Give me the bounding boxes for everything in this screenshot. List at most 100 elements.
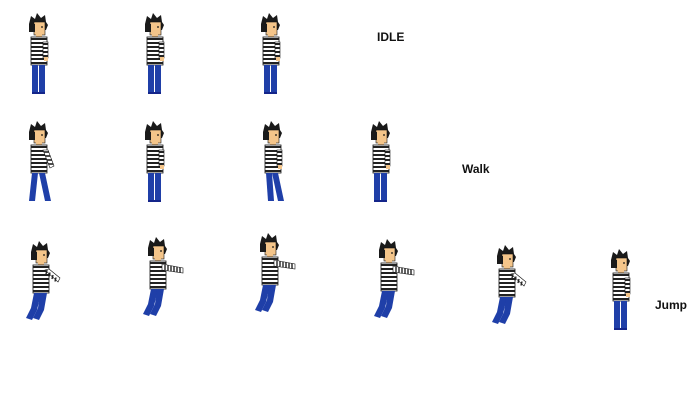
shirt-stripe <box>373 146 389 148</box>
hair-side <box>263 132 269 140</box>
face <box>267 129 280 144</box>
feet <box>264 92 277 94</box>
shirt-stripe <box>31 38 47 40</box>
shirt-stripe <box>150 270 166 272</box>
shirt-stripe <box>147 150 163 152</box>
face <box>35 249 48 264</box>
arm <box>392 265 415 276</box>
shirt-stripe <box>262 266 278 268</box>
character-body <box>374 239 415 318</box>
shirt-stripe <box>263 54 279 56</box>
character-body <box>261 13 281 94</box>
shirt-stripe <box>613 294 629 296</box>
shirt-stripe <box>499 270 515 272</box>
shirt-stripe <box>31 62 47 64</box>
feet <box>614 328 627 330</box>
shirt-stripe <box>265 170 281 172</box>
jump-frame-6 <box>611 249 631 330</box>
shirt-stripe <box>33 282 49 284</box>
hand <box>386 165 390 169</box>
shirt-stripe <box>262 282 278 284</box>
leg-right <box>262 285 276 312</box>
shirt-stripe <box>150 274 166 276</box>
shirt-stripe <box>499 294 515 296</box>
shirt-stripe <box>613 274 629 276</box>
neck <box>618 270 624 274</box>
shirt-stripe <box>263 38 279 40</box>
leg-right <box>272 173 284 201</box>
hair-side <box>145 132 151 140</box>
shirt-stripe <box>147 46 163 48</box>
arm-stripe <box>625 291 630 293</box>
character-body <box>255 233 296 312</box>
jump-frame-3 <box>255 233 296 312</box>
feet <box>374 200 387 202</box>
leg-left <box>26 293 41 320</box>
neck <box>378 142 384 146</box>
arm-stripe <box>277 163 282 165</box>
arm-stripe <box>54 277 57 282</box>
arm-stripe <box>159 55 164 57</box>
shirt-stripe <box>147 62 163 64</box>
shirt-stripe <box>147 158 163 160</box>
leg-right <box>39 65 45 93</box>
shirt-stripe <box>31 150 47 152</box>
shirt-stripe <box>150 278 166 280</box>
shirt-stripe <box>381 268 397 270</box>
shirt-stripe <box>499 282 515 284</box>
feet <box>148 200 161 202</box>
shirt-stripe <box>150 262 166 264</box>
shirt-stripe <box>33 278 49 280</box>
hand <box>44 57 48 61</box>
hair-side <box>379 250 385 258</box>
shirt-stripe <box>265 158 281 160</box>
arm-stripe <box>159 159 164 161</box>
arm-stripe <box>517 278 520 284</box>
shirt-stripe <box>31 170 47 172</box>
neck <box>267 254 273 258</box>
shirt-stripe <box>263 58 279 60</box>
arm-stripe <box>275 43 280 45</box>
arm-stripe <box>43 55 48 57</box>
hair-side <box>371 132 377 140</box>
eye <box>391 252 393 254</box>
shirt-stripe <box>373 150 389 152</box>
shirt-stripe <box>613 278 629 280</box>
walk-frame-4 <box>371 121 391 202</box>
face <box>375 129 388 144</box>
hair-side <box>29 132 35 140</box>
arm-stripe <box>511 273 514 279</box>
shirt-stripe <box>147 162 163 164</box>
arm-stripe <box>275 55 280 57</box>
leg-left <box>32 65 38 93</box>
face <box>501 253 514 268</box>
shirt-stripe <box>373 170 389 172</box>
face <box>265 21 278 36</box>
leg-right <box>381 291 395 318</box>
leg-left <box>266 173 274 201</box>
face <box>383 247 396 262</box>
eye <box>275 134 277 136</box>
arm-stripe <box>43 43 48 45</box>
feet <box>148 92 161 94</box>
jump-label: Jump <box>655 298 688 312</box>
leg-right <box>499 297 513 324</box>
shirt-stripe <box>31 166 47 168</box>
idle-frame-1 <box>29 13 49 94</box>
shirt-stripe <box>150 266 166 268</box>
arm-stripe <box>385 155 390 157</box>
neck <box>38 262 44 266</box>
face <box>149 129 162 144</box>
hair-side <box>260 244 266 252</box>
jump-frame-1 <box>26 241 61 320</box>
eye <box>383 134 385 136</box>
feet <box>32 92 45 94</box>
arm-stripe <box>625 283 630 285</box>
shirt-stripe <box>147 58 163 60</box>
hair-side <box>261 24 267 32</box>
arm <box>273 259 296 270</box>
arm-stripe <box>277 151 282 153</box>
hair-side <box>31 252 37 260</box>
character-body <box>611 249 631 330</box>
